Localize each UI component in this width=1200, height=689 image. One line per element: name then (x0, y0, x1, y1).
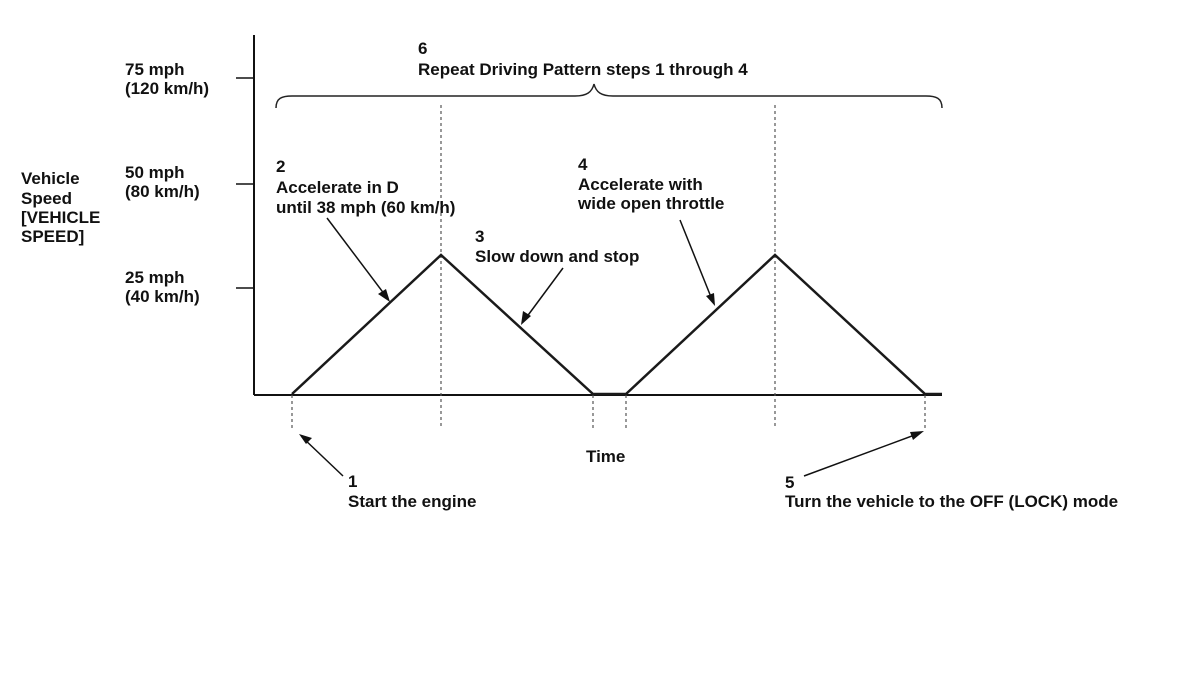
step-1-text: Start the engine (348, 492, 476, 511)
step-4-text-line2: wide open throttle (577, 194, 724, 213)
step-2-arrowhead (378, 289, 390, 302)
step-1-number: 1 (348, 472, 357, 491)
step-2-text-line2: until 38 mph (60 km/h) (276, 198, 455, 217)
y-tick-label-50-line2: (80 km/h) (125, 182, 200, 201)
speed-trace (291, 253, 942, 396)
step-6-number: 6 (418, 39, 427, 58)
y-tick-label-25-line2: (40 km/h) (125, 287, 200, 306)
step-2-number: 2 (276, 157, 285, 176)
step-5-pointer (803, 432, 921, 477)
step-3-text: Slow down and stop (475, 247, 639, 266)
step-5-number: 5 (785, 473, 794, 492)
step-3-number: 3 (475, 227, 484, 246)
repeat-brace (275, 83, 943, 109)
y-tick-label-75-line2: (120 km/h) (125, 79, 209, 98)
step-5-text: Turn the vehicle to the OFF (LOCK) mode (785, 492, 1118, 511)
step-6-text: Repeat Driving Pattern steps 1 through 4 (418, 60, 748, 79)
step-5-arrowhead (910, 431, 924, 440)
step-2-text-line1: Accelerate in D (276, 178, 399, 197)
step-4-number: 4 (578, 155, 588, 174)
step-4-pointer (679, 219, 714, 303)
y-tick-label-25-line1: 25 mph (125, 268, 185, 287)
y-tick-label-50-line1: 50 mph (125, 163, 185, 182)
x-axis-label: Time (586, 447, 625, 466)
step-1-arrowhead (299, 434, 312, 444)
y-tick-label-75-line1: 75 mph (125, 60, 185, 79)
step-3-arrowhead (521, 311, 531, 325)
step-3-pointer (522, 267, 564, 323)
y-axis-label-line4: SPEED] (21, 227, 84, 246)
step-4-text-line1: Accelerate with (578, 175, 703, 194)
y-axis-label-line2: Speed (21, 189, 72, 208)
y-axis-label-line1: Vehicle (21, 169, 80, 188)
y-axis-label-line3: [VEHICLE (21, 208, 100, 227)
step-4-arrowhead (706, 293, 715, 306)
step-1-pointer (301, 436, 344, 477)
step-2-pointer (326, 217, 389, 300)
